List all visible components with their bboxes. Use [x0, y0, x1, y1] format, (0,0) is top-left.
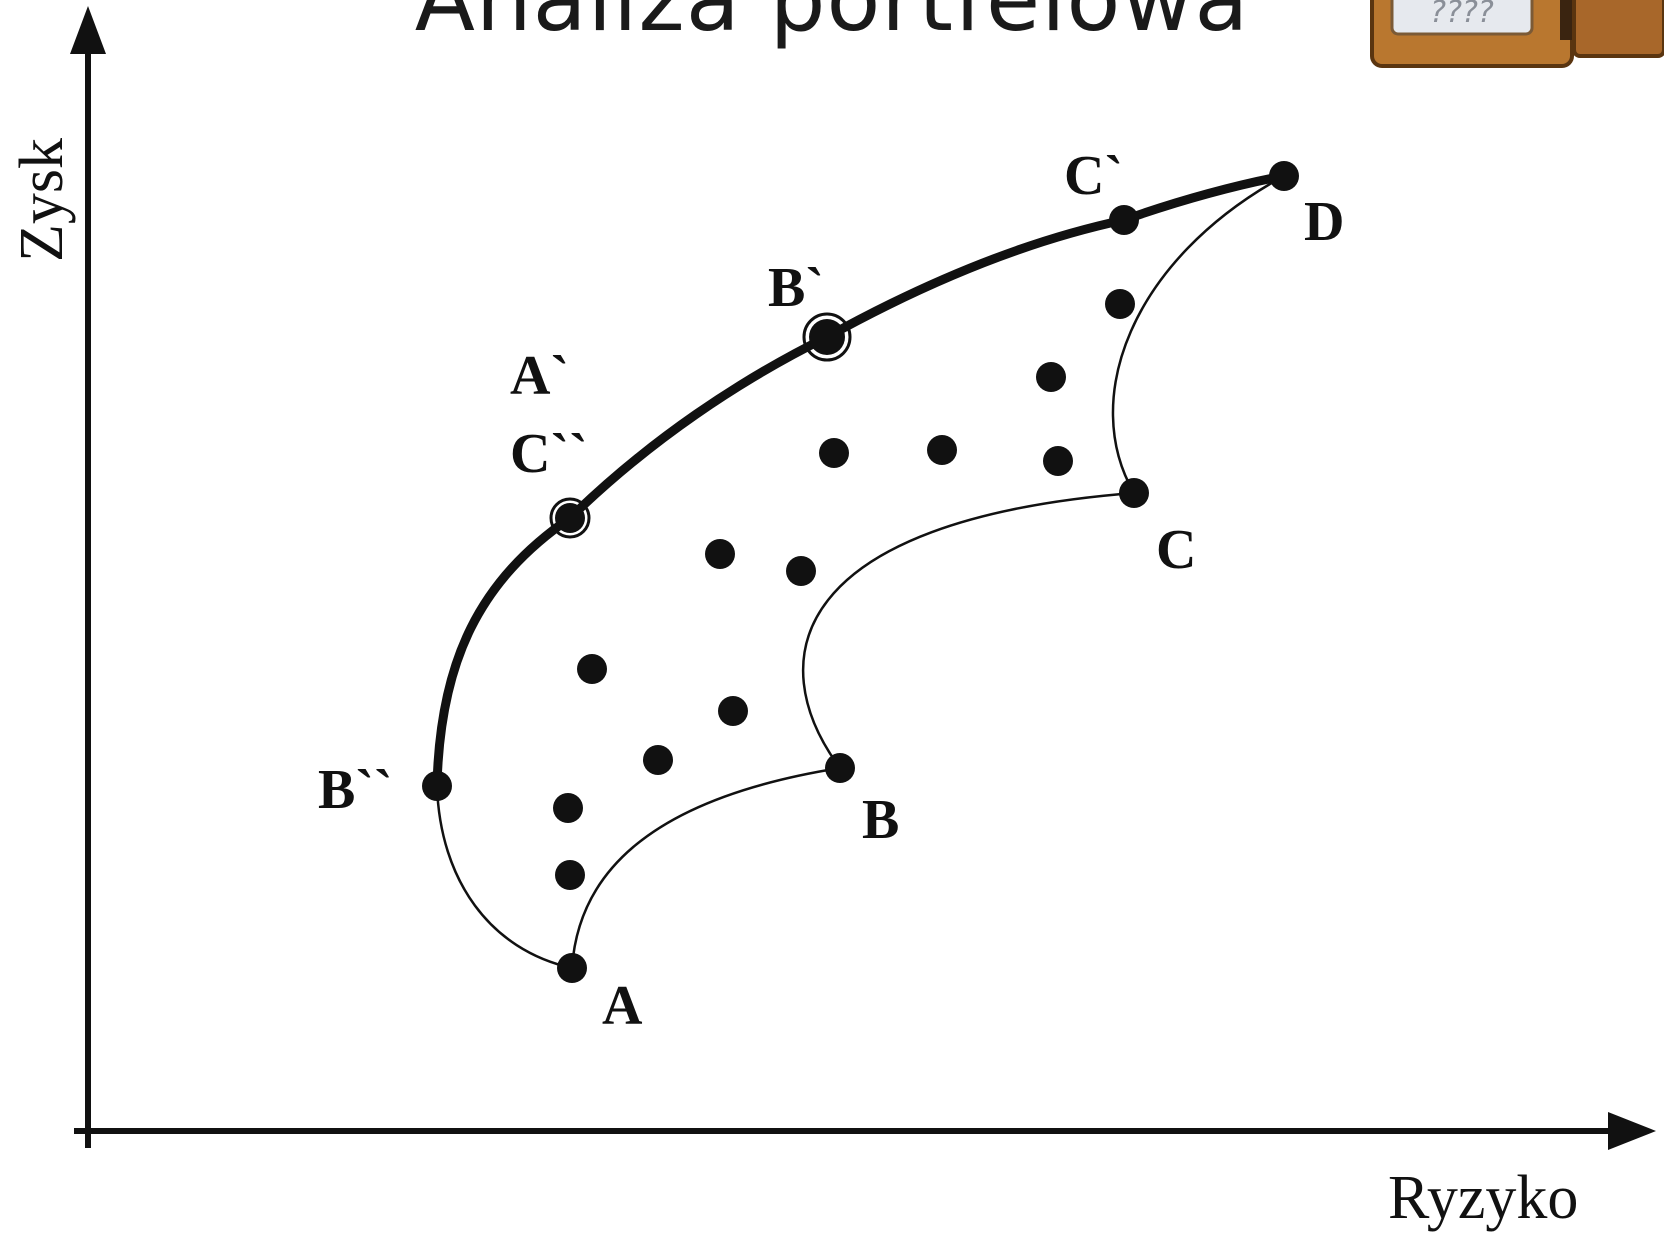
y-axis-label: Zysk [8, 138, 76, 262]
point-labels: A B C D A` B` C` B`` C`` [318, 145, 1344, 1037]
point-c-double-ring [549, 497, 591, 539]
x-axis-label: Ryzyko [1388, 1164, 1578, 1232]
label-c-double: C`` [510, 423, 588, 485]
label-a-prime: A` [510, 345, 569, 407]
portfolio-dot [1105, 289, 1135, 319]
efficient-frontier [432, 171, 1289, 791]
portfolio-dot [718, 696, 748, 726]
portfolio-dot [819, 438, 849, 468]
point-b-prime-ring [802, 312, 852, 362]
portfolio-dot [927, 435, 957, 465]
label-b-prime: B` [768, 257, 824, 319]
portfolio-dot [553, 793, 583, 823]
slide-title: Analiza portfelowa [0, 0, 1664, 56]
portfolio-dots [553, 289, 1135, 890]
point-a [557, 953, 587, 983]
point-c-prime [1109, 205, 1139, 235]
label-d: D [1304, 191, 1344, 253]
portfolio-dot [643, 745, 673, 775]
named-points [422, 161, 1299, 983]
portfolio-dot [786, 556, 816, 586]
axes [70, 6, 1656, 1150]
wallet-window-text: ???? [1430, 0, 1494, 30]
point-d [1269, 161, 1299, 191]
label-a: A [602, 975, 643, 1037]
point-c [1119, 478, 1149, 508]
label-c: C [1156, 519, 1196, 581]
label-c-prime: C` [1064, 145, 1123, 207]
y-axis-arrowhead [70, 6, 106, 54]
point-c-double [555, 503, 585, 533]
portfolio-dot [705, 539, 735, 569]
point-b [825, 753, 855, 783]
label-b: B [862, 789, 899, 851]
label-b-double: B`` [318, 759, 393, 821]
portfolio-dot [577, 654, 607, 684]
point-b-prime [809, 319, 845, 355]
portfolio-dot [1036, 362, 1066, 392]
feasible-set-boundary [435, 174, 1285, 970]
portfolio-dot [555, 860, 585, 890]
wallet-icon: ???? [1370, 0, 1664, 68]
x-axis-arrowhead [1608, 1112, 1656, 1150]
point-b-double [422, 771, 452, 801]
portfolio-dot [1043, 446, 1073, 476]
